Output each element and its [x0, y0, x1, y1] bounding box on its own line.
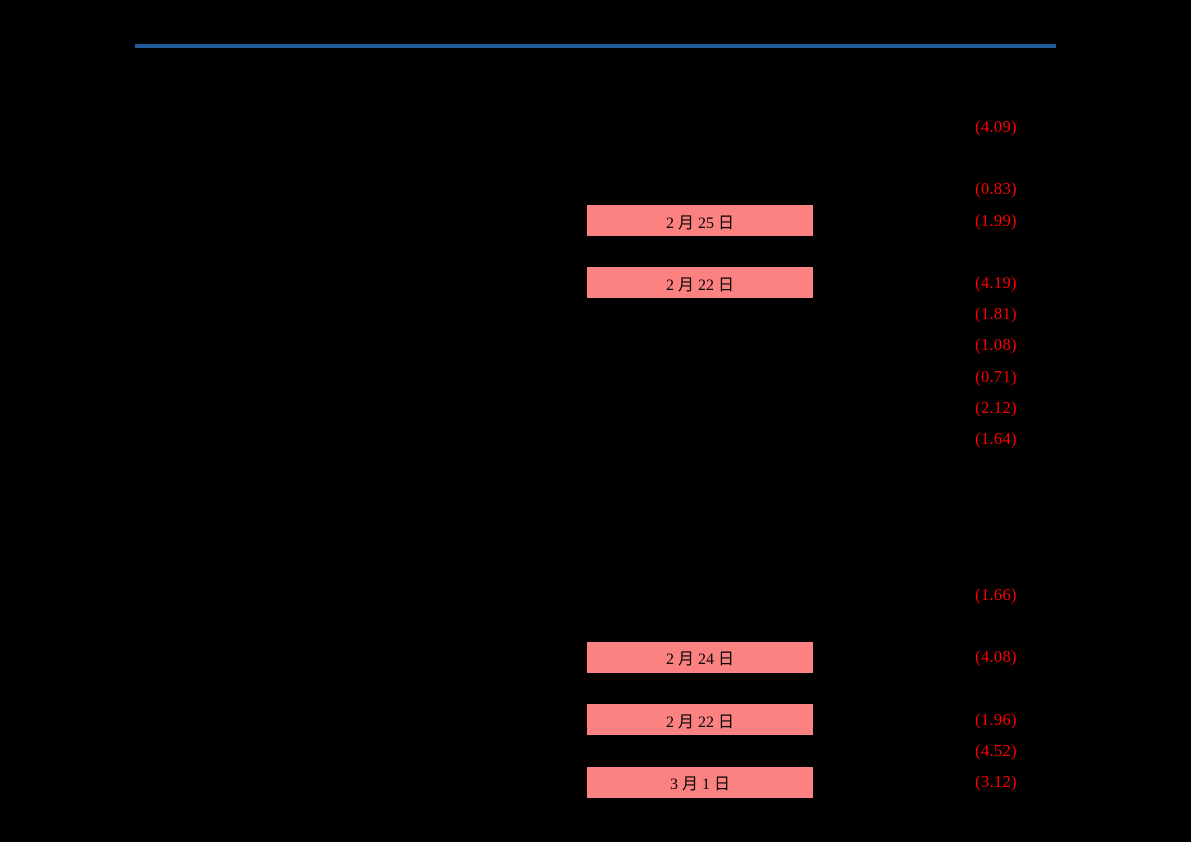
- table-row: (4.52): [0, 735, 1191, 766]
- date-cell-highlighted: 2 月 22 日: [587, 267, 813, 299]
- negative-value: (4.19): [975, 272, 1017, 292]
- negative-value: (1.64): [975, 428, 1017, 448]
- table-row: (2.12): [0, 392, 1191, 423]
- header-divider-line: [135, 44, 1056, 48]
- table-row: (1.81): [0, 299, 1191, 330]
- negative-value: (1.08): [975, 335, 1017, 355]
- date-cell-highlighted: 2 月 22 日: [587, 704, 813, 736]
- negative-value: (2.12): [975, 397, 1017, 417]
- negative-value: (0.83): [975, 179, 1017, 199]
- date-cell-highlighted: 2 月 24 日: [587, 641, 813, 673]
- negative-value: (0.71): [975, 366, 1017, 386]
- table-row: (1.66): [0, 579, 1191, 610]
- negative-value: (4.52): [975, 740, 1017, 760]
- negative-value: (3.12): [975, 772, 1017, 792]
- negative-value: (1.81): [975, 304, 1017, 324]
- date-cell-highlighted: 3 月 1 日: [587, 766, 813, 798]
- table-row: (0.83): [0, 174, 1191, 205]
- date-cell-highlighted: 2 月 25 日: [587, 205, 813, 236]
- table-row: (4.09): [0, 111, 1191, 142]
- table-row: 2 月 24 日 (4.08): [0, 641, 1191, 673]
- table-row: (1.64): [0, 423, 1191, 454]
- negative-value: (1.96): [975, 709, 1017, 729]
- negative-value: (4.09): [975, 116, 1017, 136]
- negative-value: (1.66): [975, 584, 1017, 604]
- table-row: (0.71): [0, 361, 1191, 392]
- table-row: 2 月 25 日 (1.99): [0, 205, 1191, 236]
- table-row: 2 月 22 日 (1.96): [0, 704, 1191, 736]
- table-row: 3 月 1 日 (3.12): [0, 766, 1191, 798]
- table-row: (1.08): [0, 330, 1191, 361]
- table-row: 2 月 22 日 (4.19): [0, 267, 1191, 299]
- negative-value: (4.08): [975, 647, 1017, 667]
- negative-value: (1.99): [975, 210, 1017, 230]
